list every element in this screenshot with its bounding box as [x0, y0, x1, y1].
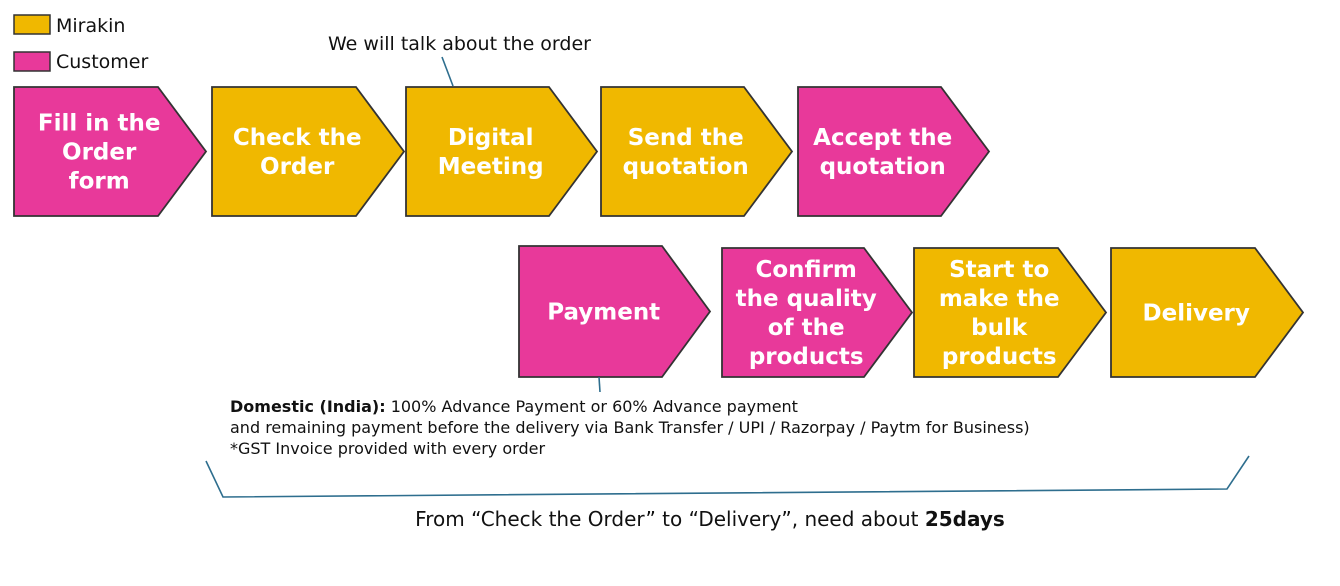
step-label-line: the quality	[736, 286, 877, 312]
step-arrow-shape	[518, 245, 712, 378]
step-arrow-shape	[211, 86, 406, 217]
payment-note: Domestic (India): 100% Advance Payment o…	[230, 397, 1030, 458]
duration-brace	[205, 455, 1250, 498]
step-confirm-quality: Confirm the quality of the products	[721, 247, 914, 378]
legend-swatch-customer	[13, 51, 51, 72]
step-label-line: form	[69, 169, 130, 195]
step-send-quotation: Send the quotation	[600, 86, 794, 217]
svg-text:Domestic (India): 100% Advance: Domestic (India): 100% Advance Payment o…	[230, 397, 798, 416]
step-label-line: Digital	[448, 125, 534, 151]
payment-note-line3: *GST Invoice provided with every order	[230, 439, 545, 458]
step-accept-quotation: Accept the quotation	[797, 86, 991, 217]
step-label-line: Start to	[949, 257, 1049, 283]
legend-swatch-mirakin	[13, 14, 51, 35]
step-delivery: Delivery	[1110, 247, 1305, 378]
step-label-line: quotation	[820, 154, 946, 180]
payment-note-line1: 100% Advance Payment or 60% Advance paym…	[386, 397, 798, 416]
legend-label-customer: Customer	[56, 51, 148, 73]
step-label-line: quotation	[623, 154, 749, 180]
step-start-bulk: Start to make the bulk products	[913, 247, 1108, 378]
step-label-line: Accept the	[813, 125, 952, 151]
step-payment: Payment	[518, 245, 712, 378]
payment-note-leader	[598, 376, 601, 393]
duration-summary: From “Check the Order” to “Delivery”, ne…	[415, 507, 1005, 531]
duration-summary-text: From “Check the Order” to “Delivery”, ne…	[415, 507, 925, 531]
payment-note-bold: Domestic (India):	[230, 397, 386, 416]
step-arrow-shape	[913, 247, 1108, 378]
step-arrow-shape	[13, 86, 208, 217]
step-label-line: bulk	[971, 315, 1028, 341]
meeting-note-leader	[441, 56, 454, 87]
payment-note-line2: and remaining payment before the deliver…	[230, 418, 1030, 437]
step-arrow-shape	[405, 86, 599, 217]
step-label-line: Send the	[628, 125, 744, 151]
step-label-line: products	[942, 344, 1057, 370]
step-label-line: Order	[260, 154, 335, 180]
step-arrow-shape	[797, 86, 991, 217]
duration-summary-days: 25days	[925, 507, 1005, 531]
step-arrow-shape	[721, 247, 914, 378]
step-label-line: of the	[768, 315, 845, 341]
step-arrow-shape	[1110, 247, 1305, 378]
step-label-line: Confirm	[755, 257, 856, 283]
step-label-line: Check the	[233, 125, 362, 151]
step-label-line: Payment	[547, 300, 660, 326]
step-label-line: Fill in the	[38, 111, 161, 137]
step-arrow-shape	[600, 86, 794, 217]
legend: Mirakin Customer	[13, 14, 148, 73]
step-label-line: products	[749, 344, 864, 370]
step-label-line: make the	[939, 286, 1060, 312]
legend-label-mirakin: Mirakin	[56, 15, 125, 37]
step-label-line: Order	[62, 140, 137, 166]
step-label-line: Meeting	[438, 154, 544, 180]
step-label-line: Delivery	[1143, 301, 1250, 327]
meeting-note: We will talk about the order	[328, 33, 591, 55]
